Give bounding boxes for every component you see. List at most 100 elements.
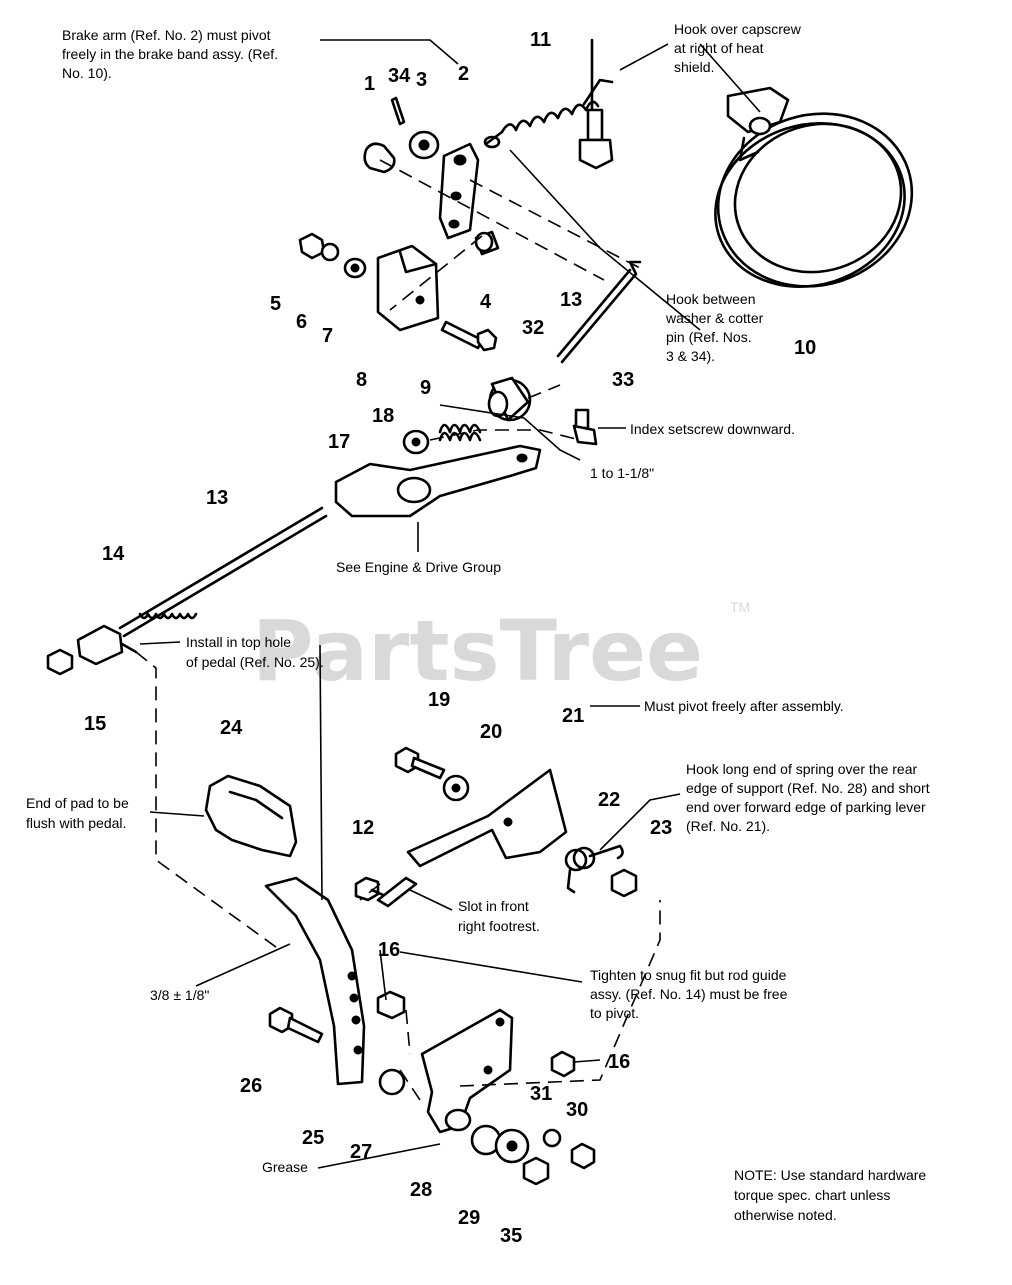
callout-19: 19 [428, 689, 450, 711]
note-slot: Slot in front right footrest. [458, 898, 540, 934]
callout-21: 21 [562, 705, 584, 727]
callout-24: 24 [220, 717, 243, 739]
svg-text:Slot in front: Slot in front [458, 898, 529, 914]
brake-band [714, 86, 914, 288]
callout-30: 30 [566, 1099, 588, 1121]
callout-29: 29 [458, 1207, 480, 1229]
leader-lines [139, 39, 761, 1169]
brake-lever-plate [334, 444, 542, 518]
svg-text:to pivot.: to pivot. [590, 1005, 639, 1021]
svg-text:Hook over capscrew: Hook over capscrew [674, 21, 802, 37]
note-hook-capscrew: Hook over capscrew at right of heat shie… [674, 21, 802, 75]
callout-13-upper: 13 [560, 289, 582, 311]
callout-32: 32 [522, 317, 544, 339]
callout-16-upper: 16 [378, 939, 400, 961]
svg-text:freely in the brake band assy.: freely in the brake band assy. (Ref. [62, 46, 278, 62]
svg-text:end over forward edge of parki: end over forward edge of parking lever [686, 799, 926, 815]
support-28 [420, 1008, 514, 1134]
svg-text:Brake arm (Ref. No. 2) must pi: Brake arm (Ref. No. 2) must pivot [62, 27, 271, 43]
callout-34: 34 [388, 65, 411, 87]
nut-35 [522, 1156, 550, 1186]
spring-11 [483, 78, 614, 149]
setscrew-33 [572, 408, 598, 446]
pin-slot [376, 876, 418, 908]
svg-text:assy. (Ref. No. 14) must be fr: assy. (Ref. No. 14) must be free [590, 986, 788, 1002]
svg-text:torque spec. chart unless: torque spec. chart unless [734, 1187, 890, 1203]
callout-23: 23 [650, 817, 672, 839]
washer-17 [402, 429, 430, 455]
svg-text:shield.: shield. [674, 59, 714, 75]
svg-text:otherwise noted.: otherwise noted. [734, 1207, 837, 1223]
svg-text:washer & cotter: washer & cotter [665, 310, 764, 326]
nut-15 [46, 648, 74, 676]
callout-4: 4 [480, 291, 492, 313]
assembly-lines [135, 159, 661, 1101]
callout-13-lower: 13 [206, 487, 228, 509]
lockwasher-6 [320, 242, 340, 262]
note-hook-between: Hook between washer & cotter pin (Ref. N… [665, 291, 764, 364]
spring-22 [564, 844, 624, 894]
pedal-25 [264, 876, 366, 1086]
rod-guide-14 [76, 624, 138, 666]
callout-27: 27 [350, 1141, 372, 1163]
callout-14: 14 [102, 543, 125, 565]
nut-16-upper [376, 990, 406, 1020]
note-grease: Grease [262, 1159, 308, 1175]
pin-1 [363, 142, 396, 174]
nut-23 [610, 868, 638, 898]
parking-lever-21 [406, 768, 568, 868]
spring-18 [438, 423, 482, 442]
bolt-19 [394, 746, 446, 780]
svg-text:Tighten to snug fit but rod gu: Tighten to snug fit but rod guide [590, 967, 787, 983]
callout-numbers: 1 2 3 4 5 6 7 8 9 10 11 12 13 13 14 15 1… [84, 29, 816, 1247]
svg-text:of pedal (Ref. No. 25).: of pedal (Ref. No. 25). [186, 654, 324, 670]
svg-text:End of pad to be: End of pad to be [26, 795, 129, 811]
svg-text:3 & 34).: 3 & 34). [666, 348, 715, 364]
callout-31: 31 [530, 1083, 552, 1105]
rod-13-lower [118, 506, 328, 638]
washers-29 [470, 1124, 530, 1164]
callout-8: 8 [356, 369, 367, 391]
svg-text:(Ref. No. 21).: (Ref. No. 21). [686, 818, 770, 834]
svg-text:No. 10).: No. 10). [62, 65, 112, 81]
callout-2: 2 [458, 63, 469, 85]
nut-16-lower [550, 1050, 576, 1078]
lockwasher-31 [542, 1128, 562, 1148]
callout-16-lower: 16 [608, 1051, 630, 1073]
bolt-12 [354, 876, 392, 902]
rod-13-upper [556, 260, 642, 364]
pedal-pad-24 [204, 774, 298, 858]
svg-text:pin (Ref. Nos.: pin (Ref. Nos. [666, 329, 752, 345]
washer-20 [442, 774, 470, 802]
note-distance: 1 to 1-1/8" [590, 465, 654, 481]
svg-text:NOTE: Use standard hardware: NOTE: Use standard hardware [734, 1167, 926, 1183]
callout-9: 9 [420, 377, 431, 399]
note-install-top-hole: Install in top hole of pedal (Ref. No. 2… [186, 634, 324, 670]
callout-6: 6 [296, 311, 307, 333]
callout-18: 18 [372, 405, 394, 427]
note-footnote: NOTE: Use standard hardware torque spec.… [734, 1167, 926, 1223]
note-brake-arm: Brake arm (Ref. No. 2) must pivot freely… [62, 27, 278, 81]
nut-5 [298, 232, 326, 260]
callout-28: 28 [410, 1179, 432, 1201]
svg-text:flush with pedal.: flush with pedal. [26, 815, 126, 831]
washer-3 [408, 130, 440, 160]
note-tighten: Tighten to snug fit but rod guide assy. … [590, 967, 788, 1021]
callout-3: 3 [416, 69, 427, 91]
svg-text:at right of heat: at right of heat [674, 40, 764, 56]
note-pivot-freely: Must pivot freely after assembly. [644, 698, 844, 714]
bolt-26 [268, 1006, 324, 1044]
callout-17: 17 [328, 431, 350, 453]
svg-text:Hook between: Hook between [666, 291, 756, 307]
callout-7: 7 [322, 325, 333, 347]
callout-26: 26 [240, 1075, 262, 1097]
callout-10: 10 [794, 337, 816, 359]
svg-text:Hook long end of spring over t: Hook long end of spring over the rear [686, 761, 917, 777]
note-index-setscrew: Index setscrew downward. [630, 421, 795, 437]
note-pedal-gap: 3/8 ± 1/8" [150, 987, 209, 1003]
bracket-8 [376, 244, 440, 332]
capscrew-heat-shield [578, 38, 614, 170]
bolt-9 [440, 320, 498, 352]
callout-1: 1 [364, 73, 375, 95]
